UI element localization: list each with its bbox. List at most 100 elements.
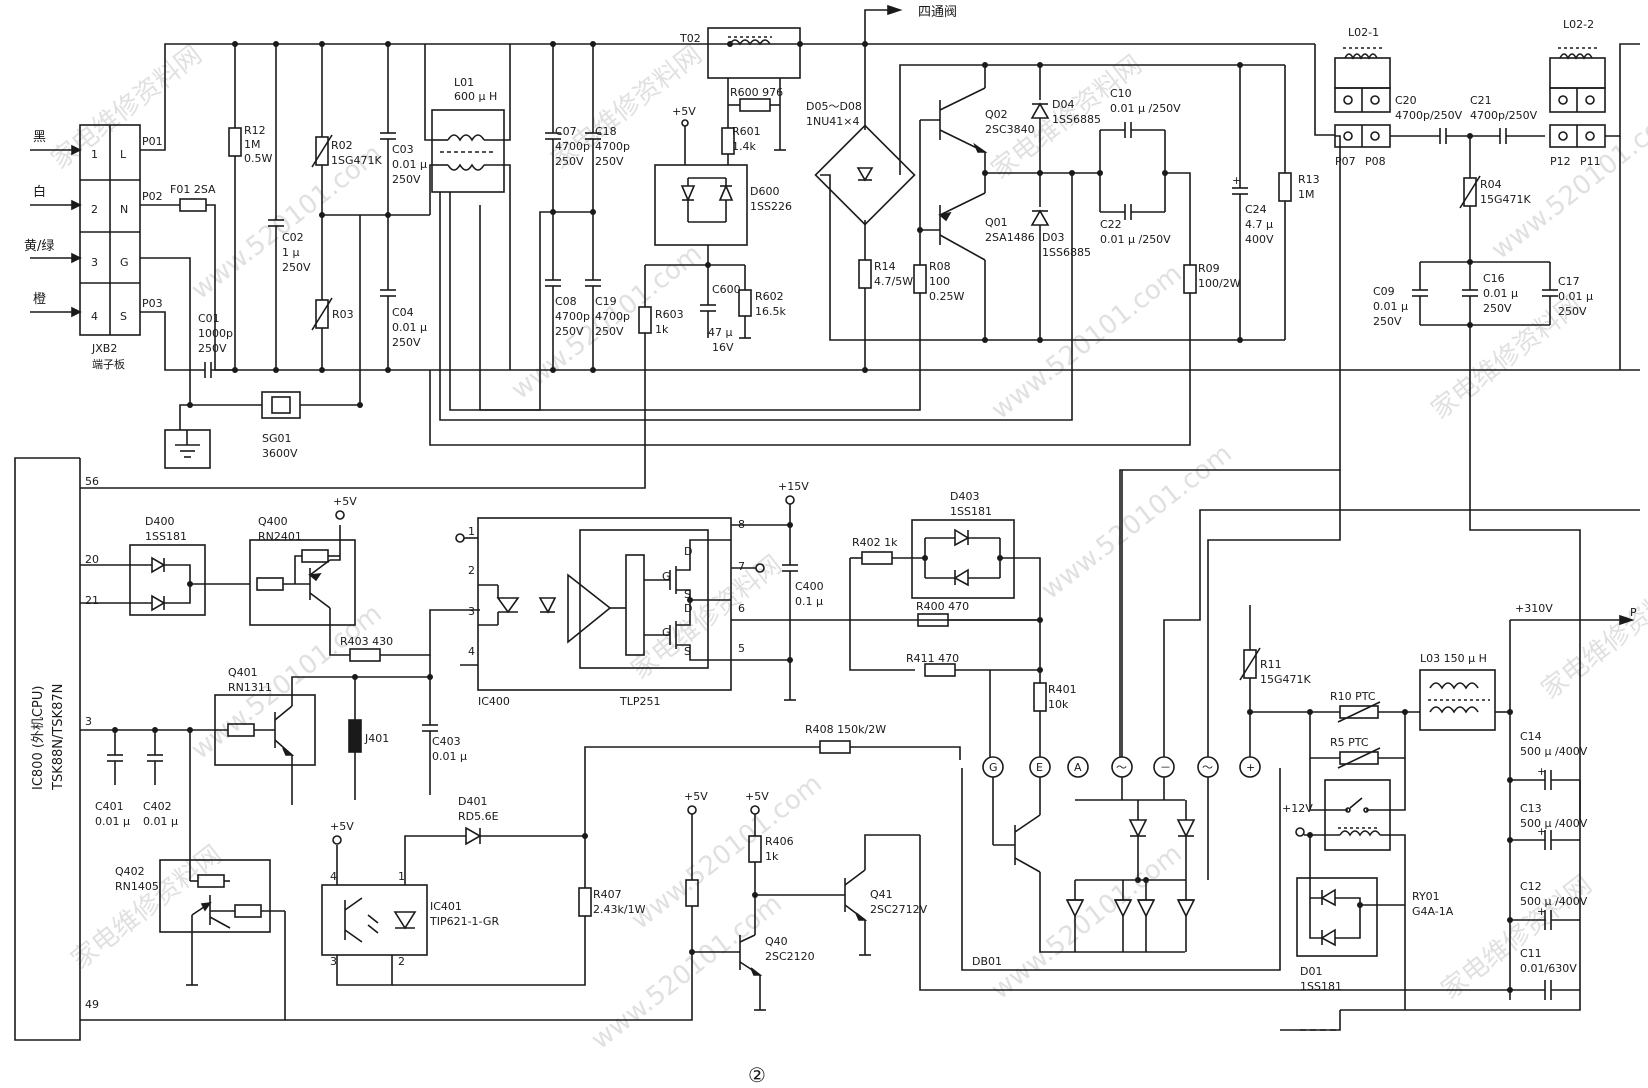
wire-label-black: 黑	[33, 130, 46, 145]
svg-text:47 μ: 47 μ	[708, 326, 733, 339]
resistor-r602	[738, 289, 752, 317]
svg-text:0.01 μ: 0.01 μ	[95, 815, 130, 828]
four-way-valve-label: 四通阀	[918, 5, 957, 20]
svg-text:R402 1k: R402 1k	[852, 536, 898, 549]
pin-number: 2	[91, 203, 98, 216]
svg-text:400V: 400V	[1245, 233, 1274, 246]
svg-text:4: 4	[330, 870, 337, 883]
svg-text:1SS6885: 1SS6885	[1052, 113, 1101, 126]
relay-ry01	[1324, 779, 1391, 851]
svg-text:500 μ /400V: 500 μ /400V	[1520, 745, 1588, 758]
polarity-plus: +	[1232, 174, 1241, 187]
svg-text:～: ～	[1202, 761, 1213, 774]
top-input-filter: F01 2SA C01 1000p 250V SG01 3600V R12 1M	[140, 41, 1315, 469]
cpu-part: TSK88N/TSK87N	[51, 684, 66, 791]
pin-number: 4	[91, 310, 98, 323]
pin-number: 1	[91, 148, 98, 161]
svg-text:0.01 μ: 0.01 μ	[392, 158, 427, 171]
svg-text:+: +	[1246, 761, 1255, 774]
svg-text:L02-1: L02-1	[1348, 26, 1379, 39]
svg-text:1k: 1k	[655, 323, 669, 336]
svg-text:1k: 1k	[765, 850, 779, 863]
fault-detect: +5V +5V R406 1k Q40 2SC2120 Q41 2SC2712V	[285, 790, 928, 1021]
svg-text:100/2W: 100/2W	[1198, 277, 1241, 290]
svg-text:Q02: Q02	[985, 108, 1008, 121]
c01-voltage: 250V	[198, 342, 227, 355]
svg-text:1M: 1M	[1298, 188, 1315, 201]
svg-text:C08: C08	[555, 295, 577, 308]
svg-text:0.01/630V: 0.01/630V	[1520, 962, 1577, 975]
svg-text:+: +	[1537, 765, 1546, 778]
valve-driver: D05～D08 1NU41×4 R14 4.7/5W Q02 2SC3840 Q…	[429, 44, 1320, 446]
pin-name: S	[120, 310, 127, 323]
svg-text:D05～D08: D05～D08	[806, 100, 862, 113]
watermark-text: 家电维修资料网	[1436, 870, 1598, 1006]
svg-text:1SG471K: 1SG471K	[331, 154, 383, 167]
svg-text:4700p/250V: 4700p/250V	[1470, 109, 1538, 122]
resistor-r600	[739, 98, 771, 112]
svg-text:L02-2: L02-2	[1563, 18, 1594, 31]
sg01-label: SG01	[262, 432, 292, 445]
svg-text:0.5W: 0.5W	[244, 152, 272, 165]
svg-text:R411 470: R411 470	[906, 652, 959, 665]
ic401-body	[321, 884, 428, 956]
dc-bus-voltage: +310V	[1515, 602, 1553, 615]
cpu-label: IC800 (外机CPU)	[31, 686, 46, 790]
svg-text:1M: 1M	[244, 138, 261, 151]
svg-text:6: 6	[738, 602, 745, 615]
svg-text:1: 1	[398, 870, 405, 883]
svg-text:D03: D03	[1042, 231, 1064, 244]
svg-text:+15V: +15V	[778, 480, 809, 493]
svg-text:C12: C12	[1520, 880, 1542, 893]
watermark-text: www.520101.com	[626, 769, 828, 936]
svg-text:2SC2712V: 2SC2712V	[870, 903, 928, 916]
svg-text:D400: D400	[145, 515, 174, 528]
diode-pair-d600	[654, 164, 748, 246]
svg-text:+12V: +12V	[1282, 802, 1313, 815]
svg-text:250V: 250V	[392, 173, 421, 186]
svg-text:1: 1	[468, 525, 475, 538]
svg-text:C24: C24	[1245, 203, 1267, 216]
svg-text:4700p: 4700p	[555, 310, 590, 323]
svg-text:1SS181: 1SS181	[1300, 980, 1342, 993]
svg-text:C14: C14	[1520, 730, 1542, 743]
svg-text:4.7/5W: 4.7/5W	[874, 275, 913, 288]
sensor-input: Q401 RN1311 C401 0.01 μ C402 0.01 μ J401…	[80, 655, 467, 986]
svg-text:1 μ: 1 μ	[282, 246, 300, 259]
resistor-r402	[861, 551, 893, 565]
resistor-r408	[819, 740, 851, 754]
svg-text:RN1405: RN1405	[115, 880, 159, 893]
svg-text:E: E	[1036, 761, 1043, 774]
page-number: ②	[748, 1063, 766, 1087]
transistor-q402	[159, 859, 271, 933]
gate-driver-ic400: 1 2 3 4 8 7 6 5 G D S G D S	[455, 480, 1040, 708]
svg-text:+5V: +5V	[684, 790, 708, 803]
watermark-text: 家电维修资料网	[1536, 570, 1648, 706]
pin-name: L	[120, 148, 127, 161]
svg-text:10k: 10k	[1048, 698, 1069, 711]
svg-text:0.25W: 0.25W	[929, 290, 964, 303]
svg-text:0.1 μ: 0.1 μ	[795, 595, 823, 608]
svg-text:D: D	[684, 545, 692, 558]
svg-text:D600: D600	[750, 185, 779, 198]
svg-text:0.01 μ: 0.01 μ	[392, 321, 427, 334]
svg-text:S: S	[684, 645, 691, 658]
svg-text:250V: 250V	[555, 325, 584, 338]
svg-text:250V: 250V	[392, 336, 421, 349]
svg-text:TIP621-1-GR: TIP621-1-GR	[429, 915, 499, 928]
svg-text:3: 3	[330, 955, 337, 968]
ic400-body	[477, 517, 732, 691]
svg-text:Q402: Q402	[115, 865, 145, 878]
svg-text:G: G	[662, 626, 671, 639]
svg-text:S: S	[684, 588, 691, 601]
svg-text:D401: D401	[458, 795, 487, 808]
watermark-text: www.520101.com	[1486, 99, 1648, 266]
svg-text:C600: C600	[712, 283, 741, 296]
svg-text:C20: C20	[1395, 94, 1417, 107]
svg-text:4.7 μ: 4.7 μ	[1245, 218, 1273, 231]
svg-text:+5V: +5V	[333, 495, 357, 508]
choke-l01	[431, 109, 505, 193]
svg-text:R408 150k/2W: R408 150k/2W	[805, 723, 886, 736]
svg-text:20: 20	[85, 553, 99, 566]
gate-drive-input: D400 1SS181 +5V Q400 RN2401 R403 430	[80, 495, 480, 662]
